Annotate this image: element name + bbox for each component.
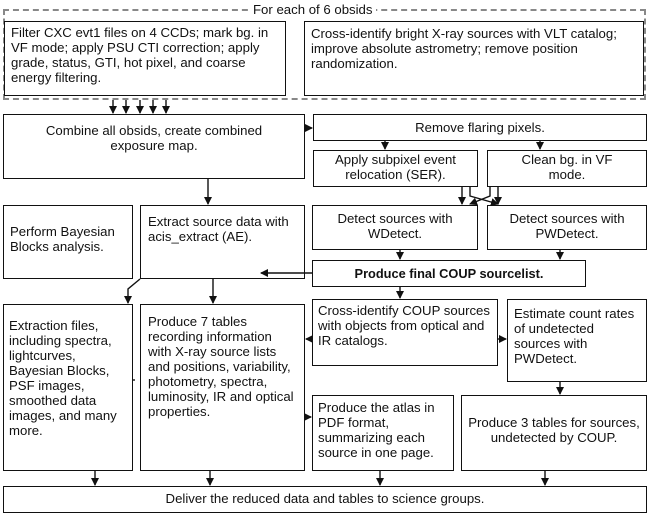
node-ser: Apply subpixel event relocation (SER).	[313, 150, 478, 187]
node-bayesian: Perform Bayesian Blocks analysis.	[3, 205, 133, 279]
node-combine: Combine all obsids, create combined expo…	[3, 114, 305, 179]
node-extraction-files: Extraction files, including spectra, lig…	[3, 304, 133, 471]
node-wdetect: Detect sources with WDetect.	[312, 205, 478, 250]
connector	[124, 278, 141, 304]
node-crossid-vlt: Cross-identify bright X-ray sources with…	[304, 21, 644, 96]
node-filter: Filter CXC evt1 files on 4 CCDs; mark bg…	[4, 21, 286, 96]
node-crossid-coup: Cross-identify COUP sources with objects…	[312, 299, 498, 366]
node-atlas: Produce the atlas in PDF format, summari…	[312, 395, 454, 471]
node-extract: Extract source data with acis_extract (A…	[140, 205, 305, 279]
node-remove-flaring: Remove flaring pixels.	[313, 114, 647, 141]
connector	[469, 187, 499, 206]
connector	[469, 187, 491, 206]
node-deliver: Deliver the reduced data and tables to s…	[3, 486, 647, 513]
node-pwdetect: Detect sources with PWDetect.	[487, 205, 647, 250]
node-estimate: Estimate count rates of undetected sourc…	[507, 299, 647, 382]
node-three-tables: Produce 3 tables for sources, undetected…	[461, 395, 647, 471]
obsid-group-label: For each of 6 obsids	[250, 2, 376, 17]
node-seven-tables: Produce 7 tables recording information w…	[140, 304, 305, 471]
node-clean-bg: Clean bg. in VF mode.	[487, 150, 647, 187]
node-final-list: Produce final COUP sourcelist.	[312, 260, 586, 287]
